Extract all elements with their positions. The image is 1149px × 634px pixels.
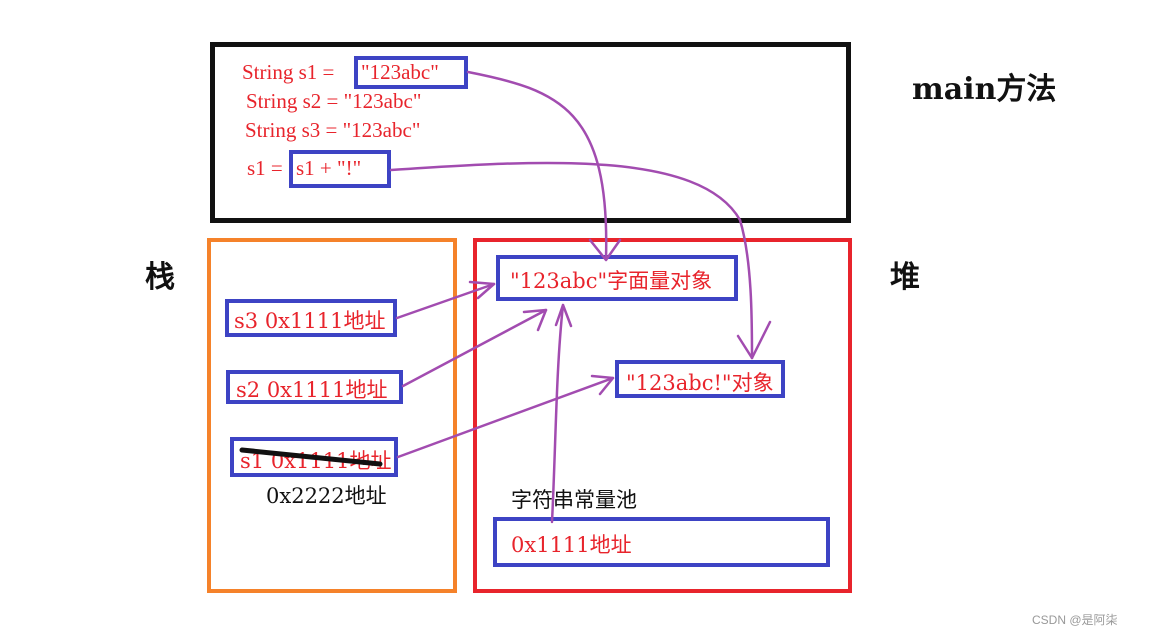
stack-s1-new-label: 0x2222地址 <box>266 484 387 508</box>
arrow-pool-to-literal <box>550 303 565 524</box>
arrow-s2-to-literal <box>401 308 548 388</box>
arrow-literal-to-object-head <box>588 238 622 262</box>
main-method-title: main方法 <box>912 72 1057 107</box>
arrow-concat-to-new-object <box>389 161 754 360</box>
arrow-s1-to-new-object <box>396 376 615 459</box>
string-pool-entry: 0x1111地址 <box>511 533 632 557</box>
stack-s1-box <box>230 437 398 477</box>
arrow-s3-to-literal-head <box>468 280 496 300</box>
arrow-s3-to-literal <box>395 282 496 320</box>
code-line-4-expr: s1 + "!" <box>296 156 362 180</box>
heap-literal-object-box <box>496 255 738 301</box>
arrow-pool-to-literal-head <box>554 303 573 328</box>
code-line-3: String s3 = "123abc" <box>245 118 421 142</box>
strike-through-old-address <box>239 447 383 467</box>
stack-s3-box <box>225 299 397 337</box>
code-line-1-literal-box <box>354 56 468 89</box>
stack-title: 栈 <box>145 260 175 295</box>
heap-frame <box>473 238 852 593</box>
heap-concat-object-box <box>615 360 785 398</box>
heap-concat-object-label: "123abc!"对象 <box>626 371 774 395</box>
stack-s3-label: s3 0x1111地址 <box>234 309 386 333</box>
code-line-4-prefix: s1 = <box>247 156 283 180</box>
string-pool-box <box>493 517 830 567</box>
string-pool-label: 字符串常量池 <box>511 488 637 512</box>
heap-title: 堆 <box>890 260 920 295</box>
code-line-2: String s2 = "123abc" <box>246 89 422 113</box>
stack-s2-box <box>226 370 403 404</box>
arrow-literal-to-object <box>466 70 608 260</box>
stack-frame <box>207 238 457 593</box>
arrow-concat-to-new-object-head <box>736 320 772 360</box>
code-line-4-expr-box <box>289 150 391 188</box>
watermark: CSDN @是阿柒 <box>1032 613 1118 627</box>
main-method-frame <box>210 42 851 223</box>
stack-s2-label: s2 0x1111地址 <box>236 378 388 402</box>
code-line-1-literal: "123abc" <box>361 60 439 84</box>
arrow-s2-to-literal-head <box>522 308 548 332</box>
heap-literal-object-label: "123abc"字面量对象 <box>510 269 713 293</box>
arrow-s1-to-new-object-head <box>590 374 615 396</box>
code-line-1-prefix: String s1 = <box>242 60 335 84</box>
